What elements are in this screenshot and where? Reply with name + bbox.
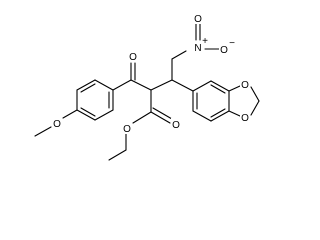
bond: [80, 107, 96, 117]
nitro-oxygen-bottom-text: O: [220, 45, 228, 56]
carbonyl-oxygen-text: O: [129, 52, 137, 63]
nitro-nitrogen-text: N: [194, 43, 201, 54]
bond: [152, 107, 173, 120]
bond: [80, 83, 96, 93]
atom-label-nitro-nitrogen: N +: [193, 36, 208, 54]
bond: [76, 79, 96, 91]
ester-alkoxy-oxygen-text: O: [123, 124, 131, 135]
bond: [34, 126, 52, 137]
bond: [210, 108, 226, 118]
methoxy-oxygen-text: O: [53, 119, 61, 130]
dioxole-oxygen-bottom-text: O: [241, 113, 249, 124]
bond: [130, 79, 152, 91]
structure-canvas: O O O O N + O O − O O: [34, 12, 260, 161]
bond: [150, 111, 171, 124]
bond: [210, 80, 230, 92]
bond: [150, 79, 173, 91]
bond: [192, 110, 212, 122]
bond: [132, 111, 152, 124]
bond: [228, 110, 241, 117]
bond: [94, 109, 114, 121]
bond: [76, 109, 96, 121]
bond: [250, 86, 260, 102]
nitro-nitrogen-charge: +: [202, 36, 208, 47]
atom-label-methoxy-oxygen: O: [52, 117, 62, 130]
atom-label-ester-alkoxy-oxygen: O: [122, 122, 132, 135]
bond: [171, 50, 187, 60]
dioxole-oxygen-top-text: O: [241, 80, 249, 91]
bond: [192, 80, 212, 92]
bond: [210, 84, 226, 94]
bond: [250, 100, 260, 116]
ester-carbonyl-oxygen-text: O: [172, 120, 180, 131]
bond: [210, 110, 230, 122]
bond: [62, 109, 78, 119]
chemical-structure-diagram: O O O O N + O O − O O: [34, 12, 260, 161]
bond: [94, 79, 114, 91]
nitro-oxygen-top-text: O: [194, 14, 202, 25]
methoxyphenyl-ring: [76, 79, 114, 121]
atom-label-dioxole-oxygen-top: O: [240, 78, 250, 91]
atom-label-nitro-oxygen-bottom: O −: [219, 38, 235, 56]
bond: [112, 79, 132, 91]
benzodioxole-ring: [192, 80, 230, 122]
atom-label-ester-carbonyl-oxygen: O: [171, 118, 181, 131]
bond: [171, 79, 194, 92]
atom-label-dioxole-oxygen-bottom: O: [240, 111, 250, 124]
bond: [228, 85, 241, 92]
atom-label-nitro-oxygen-top: O: [193, 12, 203, 25]
bond: [108, 149, 127, 161]
nitro-oxygen-charge: −: [229, 38, 235, 49]
atom-label-carbonyl-oxygen: O: [128, 50, 138, 63]
